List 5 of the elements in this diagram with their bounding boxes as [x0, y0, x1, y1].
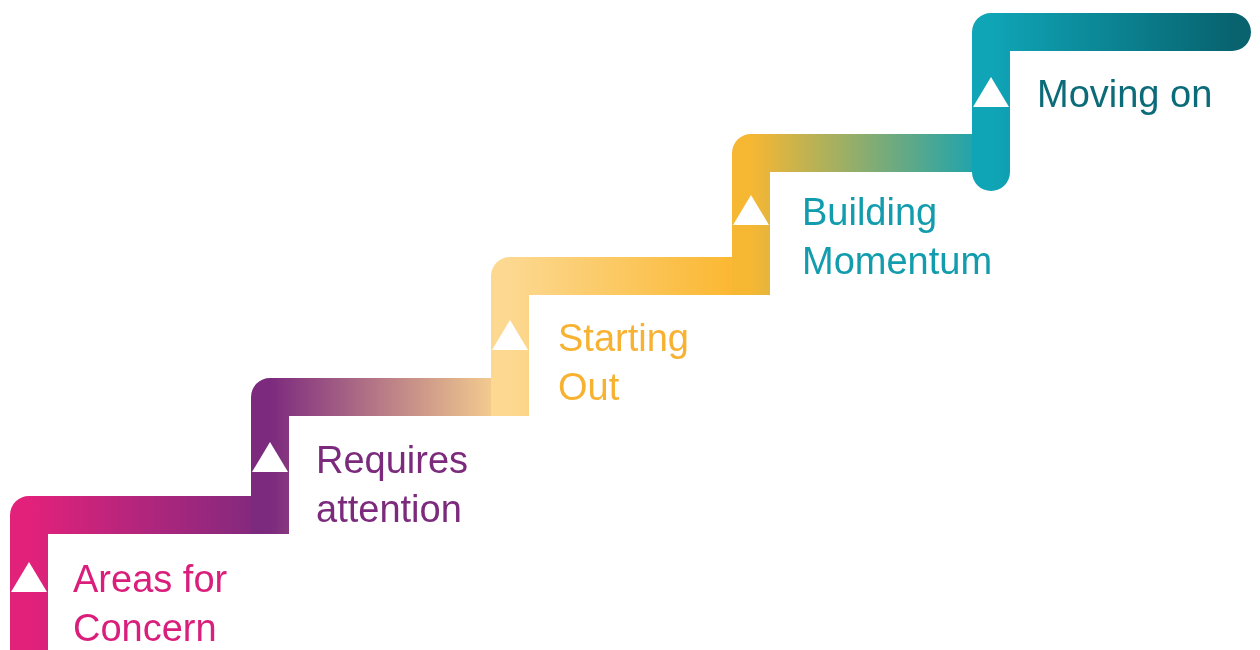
step-label: Moving on	[1037, 72, 1214, 117]
step-label: Starting Out	[558, 316, 690, 410]
step-label: Building Momentum	[802, 190, 994, 284]
step-label: Areas for Concern	[73, 557, 229, 650]
step-label: Requires attention	[316, 438, 470, 532]
